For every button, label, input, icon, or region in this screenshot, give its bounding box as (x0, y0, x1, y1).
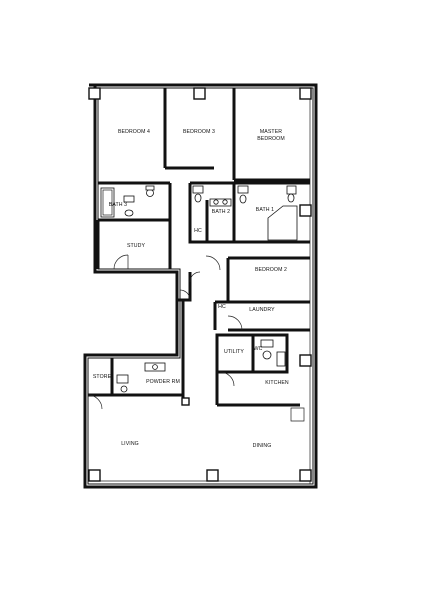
bedroom-walls (98, 88, 310, 185)
structural-columns (88, 87, 312, 482)
study-walls (96, 220, 172, 270)
label-store: STORE (93, 374, 112, 380)
store-powder-walls (87, 358, 183, 410)
label-master-bedroom-line1: MASTER (260, 129, 282, 135)
label-hc-2: HC (218, 304, 226, 310)
label-kitchen: KITCHEN (265, 380, 289, 386)
label-bath-1: BATH 1 (256, 207, 274, 213)
label-hc-1: HC (194, 228, 202, 234)
label-living: LIVING (121, 441, 139, 447)
label-utility: UTILITY (224, 349, 244, 355)
room-labels: BEDROOM 4 BEDROOM 3 MASTER BEDROOM BATH … (93, 129, 289, 449)
label-dining: DINING (253, 443, 272, 449)
label-study: STUDY (127, 243, 146, 249)
exterior-walls (83, 83, 318, 489)
label-laundry: LAUNDRY (249, 307, 275, 313)
label-bedroom-3: BEDROOM 3 (183, 129, 215, 135)
bath-1 (234, 185, 310, 244)
kitchen-walls (215, 372, 305, 422)
label-master-bedroom-line2: BEDROOM (257, 136, 285, 142)
utility-walls (215, 333, 289, 387)
label-bath-3: BATH 3 (109, 202, 127, 208)
bedroom-2-walls (205, 255, 310, 332)
label-bath-2: BATH 2 (212, 209, 230, 215)
bath-2 (188, 183, 236, 244)
entry-hall (175, 271, 201, 398)
label-bedroom-4: BEDROOM 4 (118, 129, 150, 135)
label-bedroom-2: BEDROOM 2 (255, 267, 287, 273)
label-wc: WC (254, 346, 263, 352)
label-powder-rm: POWDER RM (146, 379, 180, 385)
